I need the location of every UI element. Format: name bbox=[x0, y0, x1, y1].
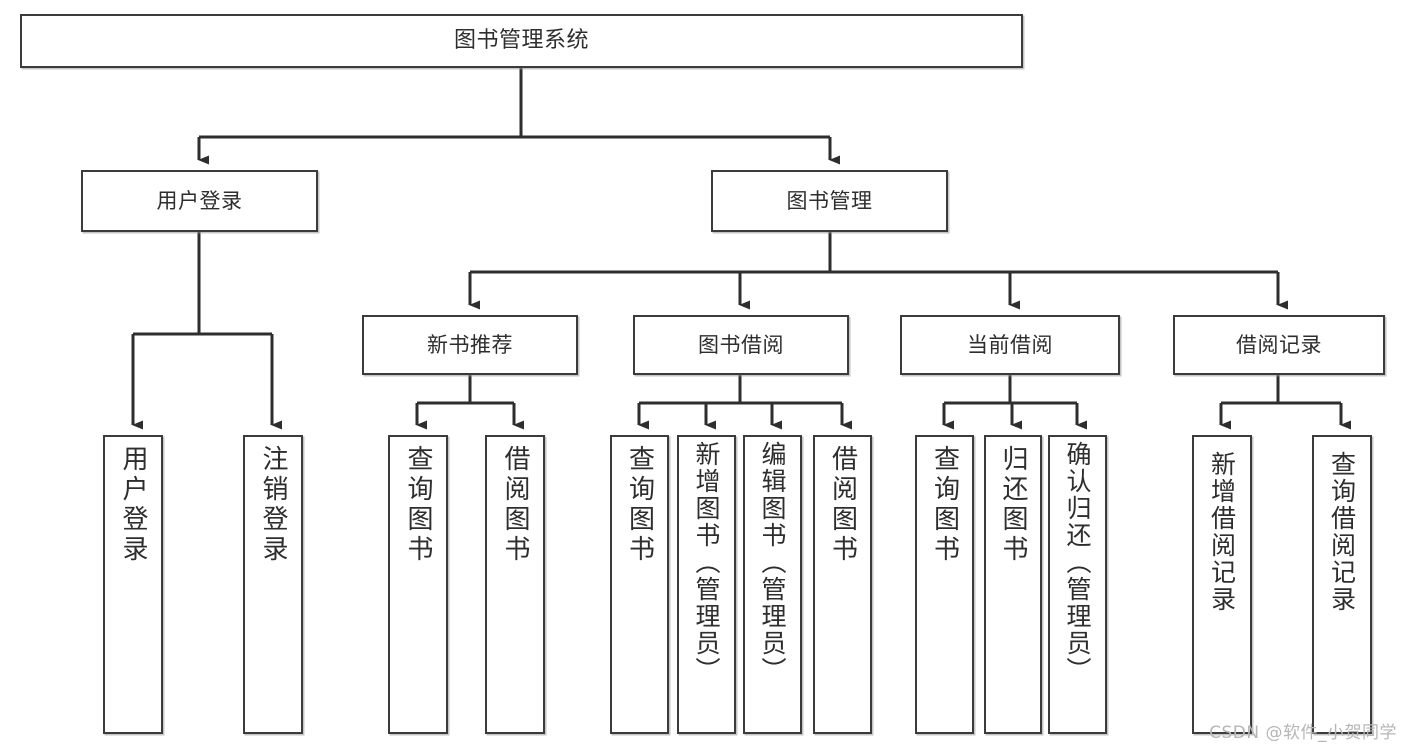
leaf-current-borrow-2-label: 确认归还（管理员） bbox=[1063, 441, 1092, 684]
leaf-new-book-recommend-1[interactable]: 借阅图书 bbox=[485, 435, 545, 734]
leaf-book-borrow-2-label: 编辑图书（管理员） bbox=[758, 441, 787, 684]
leaf-borrow-record-1-label: 查询借阅记录 bbox=[1327, 451, 1357, 613]
leaf-book-borrow-3[interactable]: 借阅图书 bbox=[813, 435, 872, 734]
leaf-new-book-recommend-0-label: 查询图书 bbox=[403, 445, 433, 565]
node-root-system[interactable]: 图书管理系统 bbox=[20, 14, 1023, 68]
leaf-user-login-0-label: 用户登录 bbox=[118, 445, 148, 565]
leaf-user-login-1-label: 注销登录 bbox=[258, 445, 288, 565]
node-current-borrow[interactable]: 当前借阅 bbox=[900, 315, 1120, 375]
leaf-current-borrow-1-label: 归还图书 bbox=[998, 445, 1028, 565]
csdn-watermark: CSDN @软件_小贺同学 bbox=[1209, 723, 1397, 743]
leaf-current-borrow-0[interactable]: 查询图书 bbox=[915, 435, 974, 734]
node-user-login[interactable]: 用户登录 bbox=[81, 170, 318, 232]
node-book-manage[interactable]: 图书管理 bbox=[711, 170, 948, 232]
leaf-user-login-0[interactable]: 用户登录 bbox=[103, 435, 163, 734]
node-borrow-record[interactable]: 借阅记录 bbox=[1173, 315, 1385, 375]
leaf-borrow-record-0-label: 新增借阅记录 bbox=[1207, 451, 1237, 613]
leaf-new-book-recommend-0[interactable]: 查询图书 bbox=[388, 435, 448, 734]
node-root-system-label: 图书管理系统 bbox=[453, 28, 589, 54]
node-book-borrow[interactable]: 图书借阅 bbox=[633, 315, 849, 375]
node-new-book-recommend[interactable]: 新书推荐 bbox=[362, 315, 578, 375]
leaf-book-borrow-3-label: 借阅图书 bbox=[827, 445, 858, 565]
leaf-current-borrow-2[interactable]: 确认归还（管理员） bbox=[1048, 435, 1107, 734]
leaf-book-borrow-0[interactable]: 查询图书 bbox=[610, 435, 669, 734]
node-new-book-recommend-label: 新书推荐 bbox=[427, 332, 513, 357]
node-book-borrow-label: 图书借阅 bbox=[698, 332, 784, 357]
leaf-borrow-record-0[interactable]: 新增借阅记录 bbox=[1192, 435, 1252, 734]
leaf-borrow-record-1[interactable]: 查询借阅记录 bbox=[1312, 435, 1372, 734]
leaf-book-borrow-0-label: 查询图书 bbox=[624, 445, 655, 565]
leaf-book-borrow-2[interactable]: 编辑图书（管理员） bbox=[743, 435, 802, 734]
node-current-borrow-label: 当前借阅 bbox=[967, 332, 1053, 357]
leaf-current-borrow-1[interactable]: 归还图书 bbox=[984, 435, 1042, 734]
node-user-login-label: 用户登录 bbox=[156, 188, 243, 213]
node-borrow-record-label: 借阅记录 bbox=[1236, 332, 1322, 357]
leaf-current-borrow-0-label: 查询图书 bbox=[929, 445, 960, 565]
leaf-book-borrow-1-label: 新增图书（管理员） bbox=[692, 441, 721, 684]
leaf-user-login-1[interactable]: 注销登录 bbox=[243, 435, 303, 734]
leaf-new-book-recommend-1-label: 借阅图书 bbox=[500, 445, 530, 565]
leaf-book-borrow-1[interactable]: 新增图书（管理员） bbox=[677, 435, 736, 734]
node-book-manage-label: 图书管理 bbox=[786, 188, 873, 213]
